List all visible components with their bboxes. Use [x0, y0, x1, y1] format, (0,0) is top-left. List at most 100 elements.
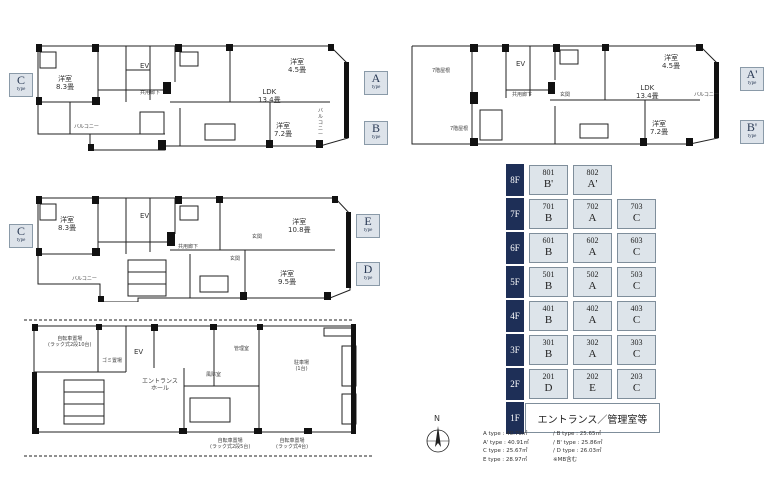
- unit-type: A: [588, 212, 597, 224]
- room-a-label: 洋室 4.5畳: [288, 58, 307, 74]
- entrance-prime-label: 玄関: [560, 92, 571, 98]
- office-label: 管理室: [234, 346, 250, 352]
- ev-1f-label: EV: [134, 348, 144, 356]
- ev-prime-label: EV: [516, 60, 526, 68]
- area-legend-right: / B type : 25.65㎡: [553, 431, 602, 437]
- unit-number: 702: [586, 202, 599, 211]
- hall-label: エントランス ホール: [142, 378, 178, 392]
- room-b-label: 洋室 7.2畳: [274, 122, 293, 138]
- room-c-2f-label: 洋室 8.3畳: [58, 216, 77, 232]
- bike-parking-2-label: 自転車置場 (ラック式2段5台): [210, 438, 251, 450]
- area-legend-row: A' type : 40.91㎡/ B' type : 25.86㎡: [483, 439, 643, 448]
- unit-type: A: [588, 314, 597, 326]
- unit-number: 603: [630, 236, 643, 245]
- corridor-label: 共用廊下: [140, 90, 161, 96]
- room-a-prime-label: 洋室 4.5畳: [662, 54, 681, 70]
- balcony-right-label: バルコニー: [318, 108, 324, 138]
- bike-parking-3-label: 自転車置場 (ラック式4台): [276, 438, 309, 450]
- unit-number: 202: [586, 372, 599, 381]
- trash-label: ゴミ置場: [102, 358, 123, 364]
- unit-type: A: [588, 246, 597, 258]
- unit-number: 402: [586, 304, 599, 313]
- north-compass-icon: N: [425, 414, 451, 455]
- area-legend-right: / B' type : 25.86㎡: [553, 439, 603, 446]
- room-e-label: 洋室 10.8畳: [288, 218, 311, 234]
- unit-number: 501: [542, 270, 555, 279]
- area-legend-left: C type : 25.67㎡: [483, 448, 528, 455]
- unit-number: 503: [630, 270, 643, 279]
- floor-label: 7F: [506, 198, 524, 230]
- unit-number: 502: [586, 270, 599, 279]
- corridor-2f-label: 共用廊下: [178, 244, 199, 250]
- bike-parking-1-label: 自転車置場 (ラック式2段10台): [48, 336, 92, 348]
- compass-north-label: N: [434, 414, 440, 423]
- unit-number: 801: [542, 168, 555, 177]
- unit-number: 802: [586, 168, 599, 177]
- unit-number: 703: [630, 202, 643, 211]
- roof-label: 7階屋根: [432, 68, 451, 74]
- unit-type: A: [588, 348, 597, 360]
- area-legend-right: ※MB含む: [553, 456, 578, 463]
- unit-type: B: [544, 212, 553, 224]
- area-legend-left: A type : 40.70㎡: [483, 431, 528, 437]
- unit-type: B: [544, 348, 553, 360]
- unit-number: 602: [586, 236, 599, 245]
- floor-label: 2F: [506, 368, 524, 400]
- room-c-label: 洋室 8.3畳: [56, 75, 75, 91]
- balcony-2f-label: バルコニー: [72, 276, 97, 282]
- area-legend-row: A type : 40.70㎡ / B type : 25.65㎡: [483, 430, 643, 439]
- balcony-prime-label: バルコニー: [694, 92, 719, 98]
- unit-type: C: [632, 382, 641, 394]
- ev-2f-label: EV: [140, 212, 150, 220]
- unit-type: A': [587, 178, 598, 190]
- unit-type: B': [543, 178, 554, 190]
- area-legend-left: E type : 28.97㎡: [483, 456, 528, 463]
- unit-type: D: [544, 382, 553, 394]
- floor-label: 4F: [506, 300, 524, 332]
- parking-label: 駐車場 (1台): [294, 360, 310, 372]
- unit-type: E: [589, 382, 596, 394]
- unit-type: B: [544, 246, 553, 258]
- type-a-prime-tag: A'type: [740, 67, 764, 91]
- floor-label: 6F: [506, 232, 524, 264]
- balcony-left-label: バルコニー: [74, 124, 99, 130]
- ldk-prime-label: LDK 13.4畳: [636, 84, 659, 100]
- floor-plan-2f: 洋室 8.3畳 洋室 10.8畳 洋室 9.5畳 EV 共用廊下 玄関 玄関 バ…: [30, 194, 352, 302]
- unit-number: 401: [542, 304, 555, 313]
- floor-1f-description: エントランス／管理室等: [525, 403, 660, 433]
- ldk-label: LDK 13.4畳: [258, 88, 281, 104]
- floor-label: 3F: [506, 334, 524, 366]
- unit-type: C: [632, 314, 641, 326]
- unit-type: C: [632, 280, 641, 292]
- unit-type: C: [632, 246, 641, 258]
- room-b-prime-label: 洋室 7.2畳: [650, 120, 669, 136]
- unit-type: B: [544, 280, 553, 292]
- floor-plan-8f: 7階屋根 7階屋根 洋室 4.5畳 LDK 13.4畳 洋室 7.2畳 EV 共…: [410, 40, 722, 152]
- unit-number: 701: [542, 202, 555, 211]
- type-b-prime-tag: B'type: [740, 120, 764, 144]
- floor-plan-1f: 自転車置場 (ラック式2段10台) ゴミ置場 EV 管理室 エントランス ホール…: [14, 316, 404, 476]
- floor-label: 8F: [506, 164, 524, 196]
